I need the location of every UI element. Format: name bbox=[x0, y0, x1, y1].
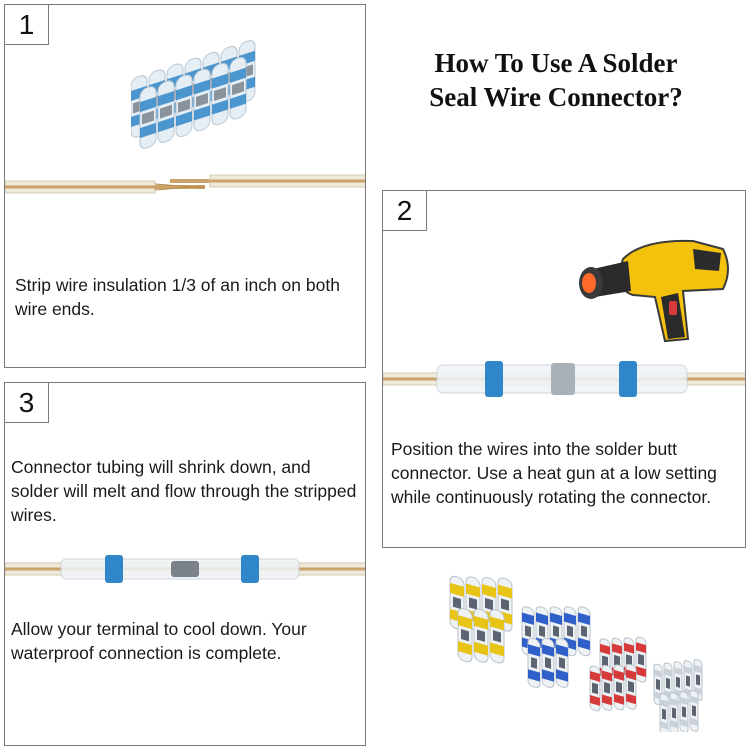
step-3-result-text: Allow your terminal to cool down. Your w… bbox=[11, 619, 307, 663]
step-2-panel: 2 Position the wires into the solder but… bbox=[382, 190, 746, 548]
stripped-wires-icon bbox=[5, 174, 365, 194]
heat-gun-icon bbox=[579, 239, 729, 343]
shrunk-connector-icon bbox=[5, 555, 365, 583]
connector-on-wire-icon bbox=[383, 361, 745, 397]
step-3-number: 3 bbox=[5, 383, 49, 423]
step-1-number: 1 bbox=[5, 5, 49, 45]
page-title: How To Use A Solder Seal Wire Connector? bbox=[386, 46, 726, 114]
step-3-text: Connector tubing will shrink down, and s… bbox=[11, 457, 357, 525]
step-1-text: Strip wire insulation 1/3 of an inch on … bbox=[15, 275, 340, 319]
step-3-panel: 3 Connector tubing will shrink down, and… bbox=[4, 382, 366, 746]
step-2-number: 2 bbox=[383, 191, 427, 231]
step-2-text: Position the wires into the solder butt … bbox=[391, 439, 717, 507]
title-line-2: Seal Wire Connector? bbox=[429, 82, 683, 112]
step-1-panel: 1 Strip wire insulation 1/3 of an inch o… bbox=[4, 4, 366, 368]
assorted-connector-kit-icon bbox=[449, 574, 703, 732]
title-line-1: How To Use A Solder bbox=[434, 48, 678, 78]
blue-connector-bundle-icon bbox=[131, 38, 256, 151]
